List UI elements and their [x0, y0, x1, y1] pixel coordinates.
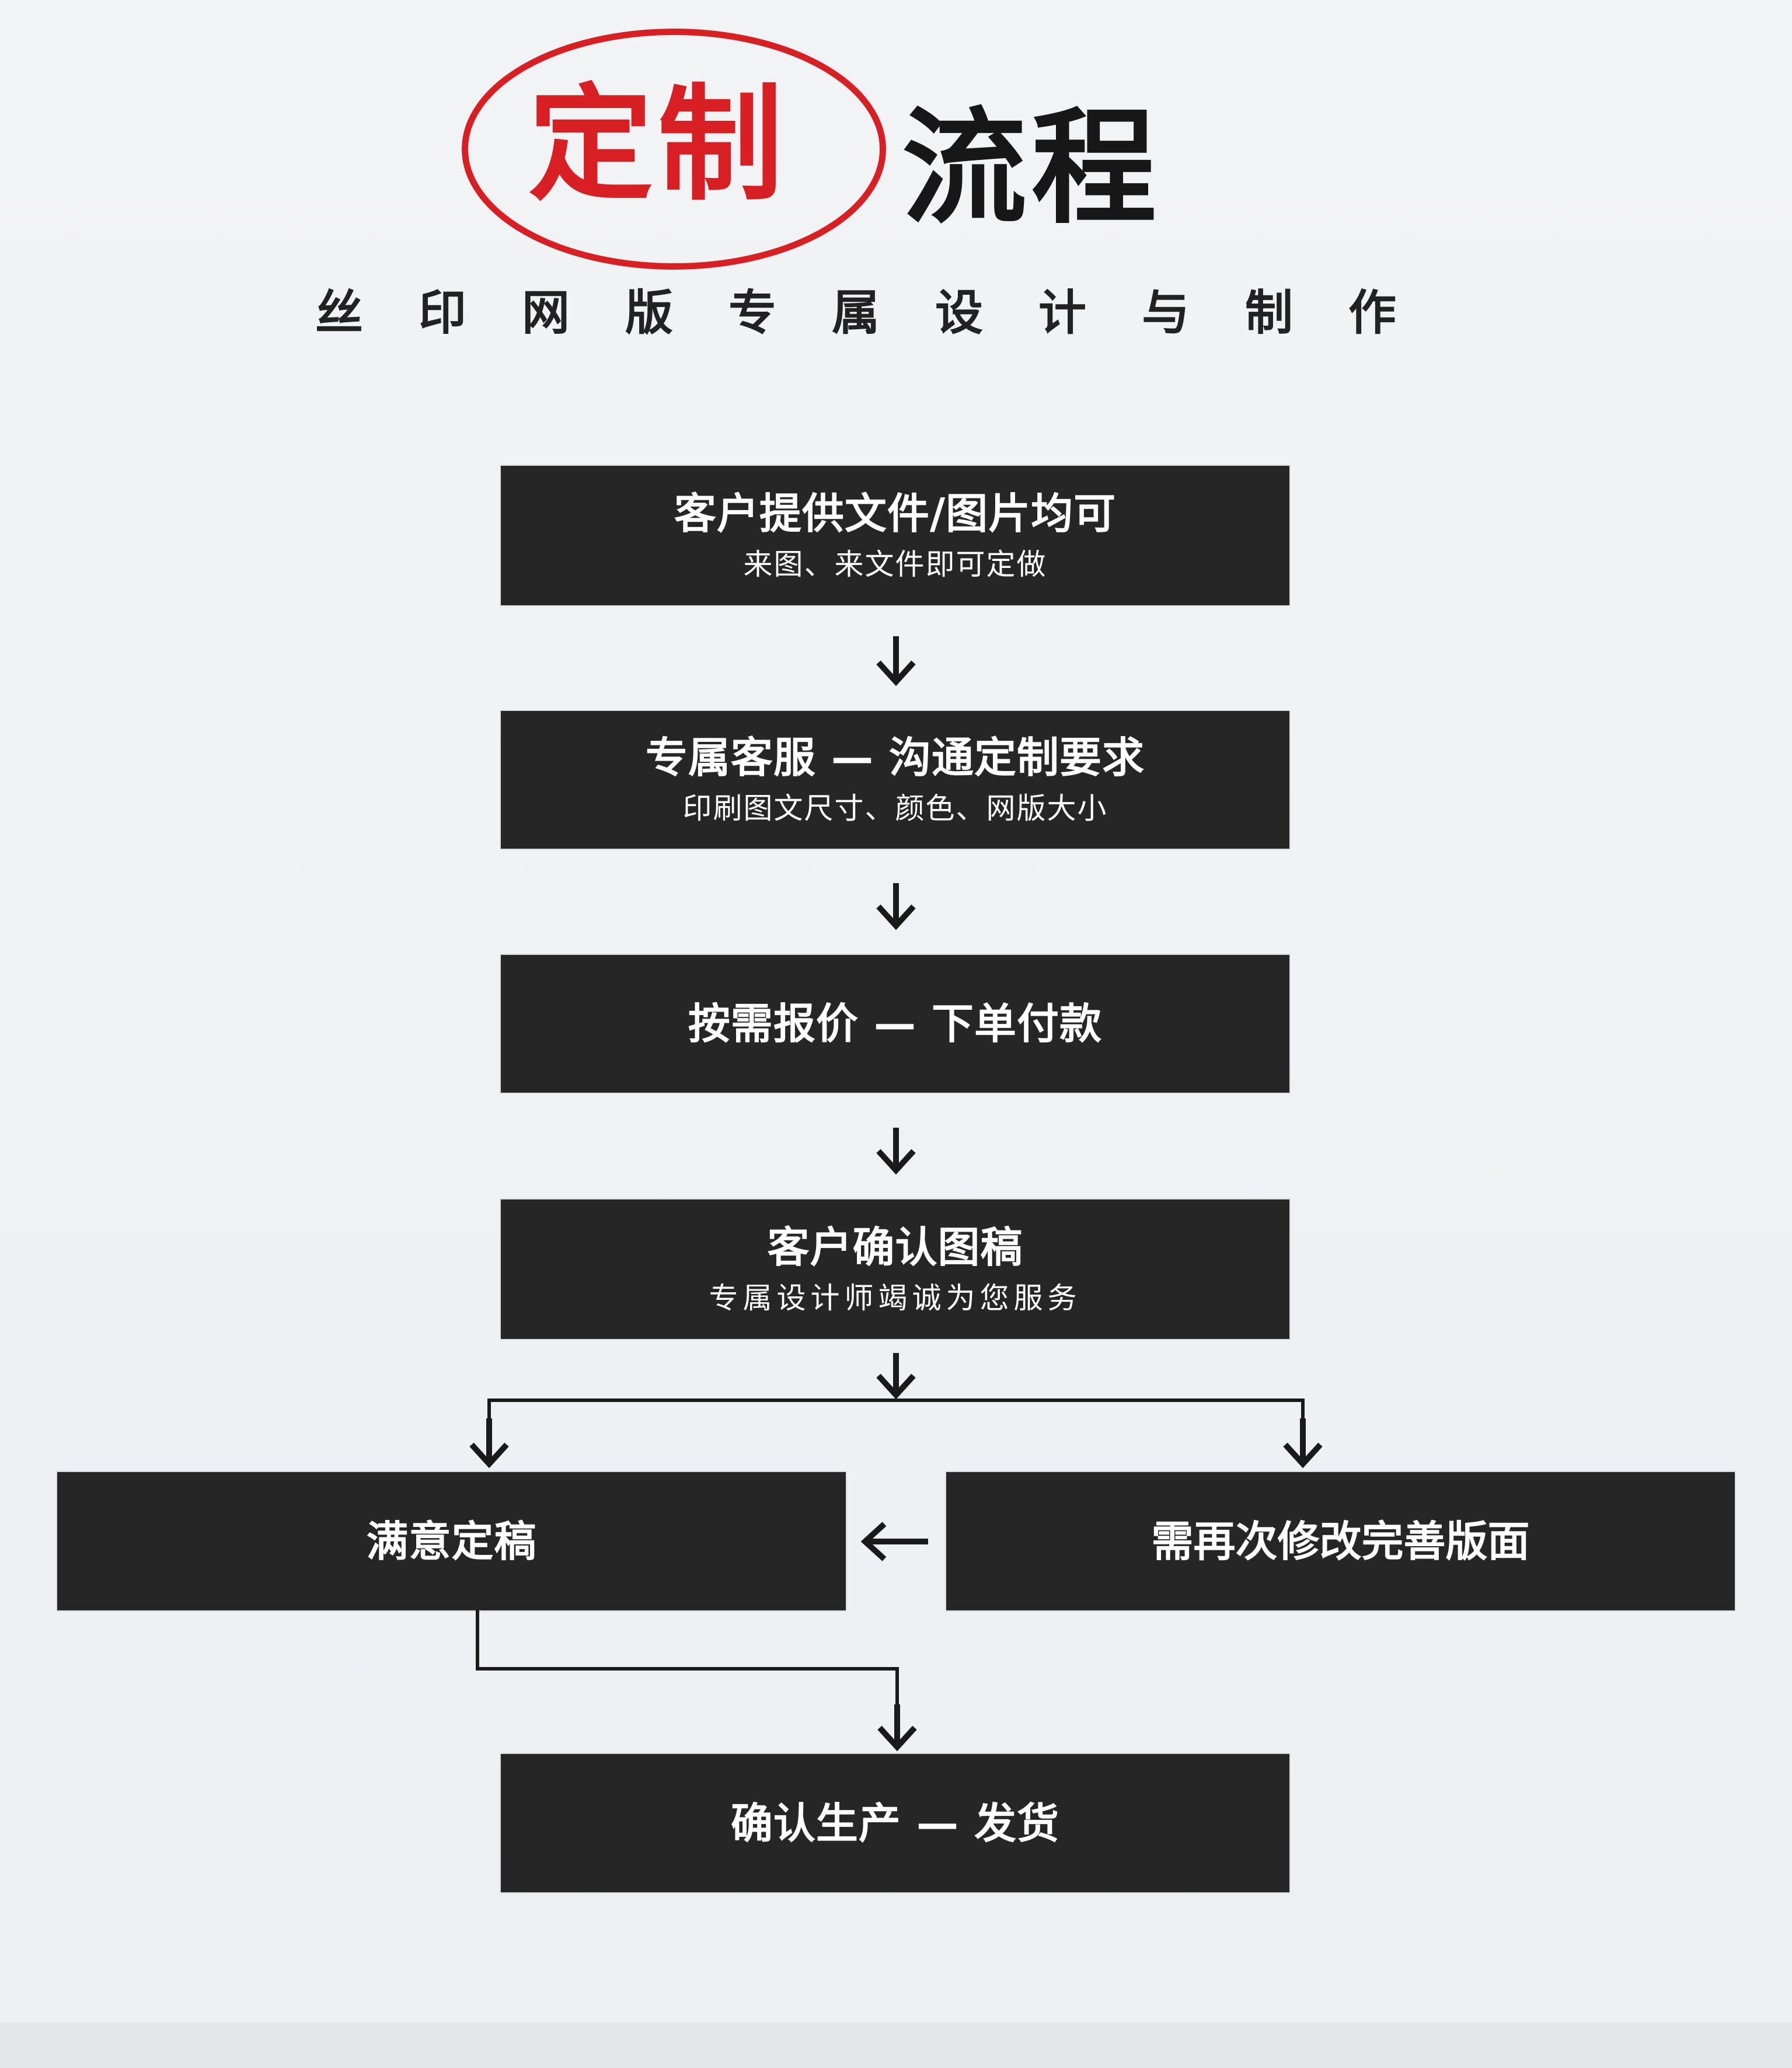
arrow-step2-to-step3: [876, 883, 916, 930]
step-title: 满意定稿: [366, 1516, 537, 1566]
step-detail: 来图、来文件即可定做: [743, 547, 1047, 581]
step-provide-files: 客户提供文件/图片均可 来图、来文件即可定做: [501, 466, 1289, 605]
bottom-divider: [0, 2022, 1792, 2068]
step-revise-layout: 需再次修改完善版面: [946, 1472, 1735, 1610]
page-title: 流程: [902, 96, 1161, 241]
header: 定制 流程 丝印网版专属设计与制作: [0, 0, 1792, 379]
step-title: 确认生产 — 发货: [730, 1798, 1060, 1848]
step-quote-payment: 按需报价 — 下单付款: [501, 955, 1289, 1093]
step-customer-service: 专属客服 — 沟通定制要求 印刷图文尺寸、颜色、网版大小: [501, 711, 1289, 849]
arrow-revise-to-approve: [860, 1522, 928, 1561]
step-title: 需再次修改完善版面: [1151, 1516, 1530, 1566]
step-detail: 印刷图文尺寸、颜色、网版大小: [682, 791, 1108, 825]
branch-connector: [469, 1399, 1323, 1469]
arrow-approve-to-production: [476, 1610, 917, 1752]
arrow-step3-to-step4: [876, 1128, 916, 1175]
step-title: 按需报价 — 下单付款: [688, 999, 1103, 1048]
step-detail: 专属设计师竭诚为您服务: [709, 1281, 1082, 1315]
arrow-step1-to-step2: [876, 636, 916, 686]
page-subtitle: 丝印网版专属设计与制作: [315, 285, 1452, 341]
step-production-shipping: 确认生产 — 发货: [501, 1754, 1289, 1892]
step-title: 客户确认图稿: [767, 1222, 1023, 1272]
step-title: 客户提供文件/图片均可: [674, 489, 1117, 538]
step-confirm-draft: 客户确认图稿 专属设计师竭诚为您服务: [501, 1199, 1289, 1339]
arrow-step4-to-branch: [876, 1353, 916, 1400]
title-highlight-ring: [462, 29, 886, 270]
step-approved: 满意定稿: [57, 1472, 846, 1610]
page-title-highlight: 定制: [528, 72, 787, 218]
step-title: 专属客服 — 沟通定制要求: [645, 733, 1145, 782]
